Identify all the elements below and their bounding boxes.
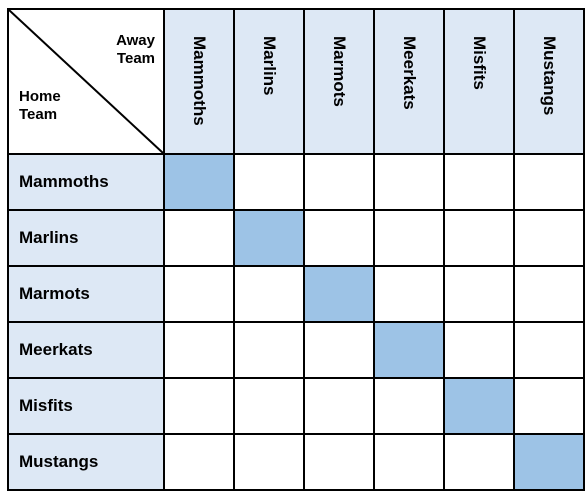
result-cell[interactable] — [303, 209, 375, 267]
diagonal-cell — [233, 209, 305, 267]
result-cell[interactable] — [233, 433, 305, 491]
col-header-label: Meerkats — [400, 36, 419, 110]
result-cell[interactable] — [233, 153, 305, 211]
result-cell[interactable] — [443, 321, 515, 379]
result-cell[interactable] — [163, 265, 235, 323]
result-cell[interactable] — [513, 153, 585, 211]
result-cell[interactable] — [443, 265, 515, 323]
diagonal-cell — [443, 377, 515, 435]
table-row: Mustangs — [7, 433, 585, 491]
result-cell[interactable] — [233, 321, 305, 379]
table-row: Marlins — [7, 209, 585, 267]
col-header-label: Misfits — [470, 36, 489, 90]
col-header-label: Marmots — [330, 36, 349, 107]
table-row: Misfits — [7, 377, 585, 435]
home-team-label: Home Team — [19, 88, 61, 124]
diagonal-cell — [373, 321, 445, 379]
col-header-mustangs: Mustangs — [513, 8, 585, 155]
col-header-label: Marlins — [260, 36, 279, 96]
home-line-1: Home — [19, 88, 61, 105]
away-line-2: Team — [116, 50, 155, 67]
home-line-2: Team — [19, 106, 58, 123]
row-header-mammoths: Mammoths — [7, 153, 165, 211]
result-cell[interactable] — [163, 433, 235, 491]
result-cell[interactable] — [513, 209, 585, 267]
diagonal-cell — [163, 153, 235, 211]
result-cell[interactable] — [513, 321, 585, 379]
row-header-marlins: Marlins — [7, 209, 165, 267]
result-cell[interactable] — [303, 377, 375, 435]
result-cell[interactable] — [163, 321, 235, 379]
row-header-misfits: Misfits — [7, 377, 165, 435]
diagonal-cell — [513, 433, 585, 491]
result-cell[interactable] — [373, 265, 445, 323]
table-row: Mammoths — [7, 153, 585, 211]
corner-diagonal — [9, 10, 163, 153]
result-cell[interactable] — [163, 377, 235, 435]
col-header-label: Mammoths — [190, 36, 209, 126]
result-cell[interactable] — [443, 433, 515, 491]
row-header-mustangs: Mustangs — [7, 433, 165, 491]
result-cell[interactable] — [303, 153, 375, 211]
col-header-marmots: Marmots — [303, 8, 375, 155]
result-cell[interactable] — [443, 153, 515, 211]
result-cell[interactable] — [303, 433, 375, 491]
result-cell[interactable] — [373, 209, 445, 267]
result-cell[interactable] — [513, 265, 585, 323]
result-cell[interactable] — [233, 265, 305, 323]
result-cell[interactable] — [513, 377, 585, 435]
col-header-marlins: Marlins — [233, 8, 305, 155]
col-header-misfits: Misfits — [443, 8, 515, 155]
header-row: Away Team Home Team Mammoths Marlins Mar… — [7, 8, 585, 155]
col-header-label: Mustangs — [540, 36, 559, 116]
table-row: Marmots — [7, 265, 585, 323]
diagonal-cell — [303, 265, 375, 323]
result-cell[interactable] — [233, 377, 305, 435]
result-cell[interactable] — [303, 321, 375, 379]
result-cell[interactable] — [373, 377, 445, 435]
result-cell[interactable] — [163, 209, 235, 267]
result-cell[interactable] — [443, 209, 515, 267]
col-header-mammoths: Mammoths — [163, 8, 235, 155]
result-cell[interactable] — [373, 433, 445, 491]
result-cell[interactable] — [373, 153, 445, 211]
away-team-label: Away Team — [116, 32, 155, 68]
corner-cell: Away Team Home Team — [7, 8, 165, 155]
col-header-meerkats: Meerkats — [373, 8, 445, 155]
round-robin-grid: Away Team Home Team Mammoths Marlins Mar… — [7, 8, 585, 491]
row-header-meerkats: Meerkats — [7, 321, 165, 379]
table-row: Meerkats — [7, 321, 585, 379]
away-line-1: Away — [116, 32, 155, 49]
row-header-marmots: Marmots — [7, 265, 165, 323]
